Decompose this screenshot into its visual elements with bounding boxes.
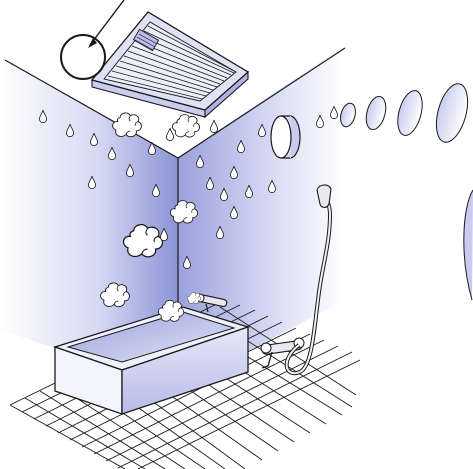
mixer-left-knob <box>260 342 272 354</box>
mixer-spout <box>261 351 273 369</box>
callout-marker <box>60 0 125 80</box>
airflow-rings <box>340 83 473 301</box>
right-wall-top-edge <box>177 47 346 159</box>
tub-faucet-spout <box>205 303 209 313</box>
vent-grille-slats <box>107 25 237 100</box>
airflow-ring <box>435 83 469 143</box>
shower-mixer-faucet <box>260 337 305 369</box>
wall-exhaust-port <box>270 115 301 159</box>
shower-hose-inner <box>285 196 332 375</box>
callout-arrowhead <box>88 38 97 48</box>
floor-grid-lines-b <box>9 306 357 469</box>
bathtub-long-side <box>121 326 249 415</box>
callout-leader-line <box>89 0 125 46</box>
water-droplet <box>210 120 218 133</box>
left-wall <box>0 58 178 388</box>
exhaust-port-edge <box>281 115 290 159</box>
shower-head <box>316 184 332 208</box>
airflow-ring <box>340 102 356 128</box>
airflow-ring <box>397 90 423 136</box>
exhaust-port-face <box>270 115 292 159</box>
shower-set <box>284 184 333 376</box>
callout-circle <box>60 34 106 80</box>
bathtub-basin <box>66 311 236 363</box>
water-droplet <box>166 128 174 141</box>
vent-control-lines <box>134 33 158 51</box>
steam-cloud <box>111 112 143 138</box>
steam-cloud <box>171 114 201 138</box>
airflow-ring <box>365 95 387 131</box>
bathtub <box>52 306 251 415</box>
room-walls <box>0 45 346 388</box>
ceiling-vent-fan <box>90 11 250 119</box>
left-wall-top-edge <box>4 59 179 159</box>
airflow-ring-partial <box>463 189 473 301</box>
